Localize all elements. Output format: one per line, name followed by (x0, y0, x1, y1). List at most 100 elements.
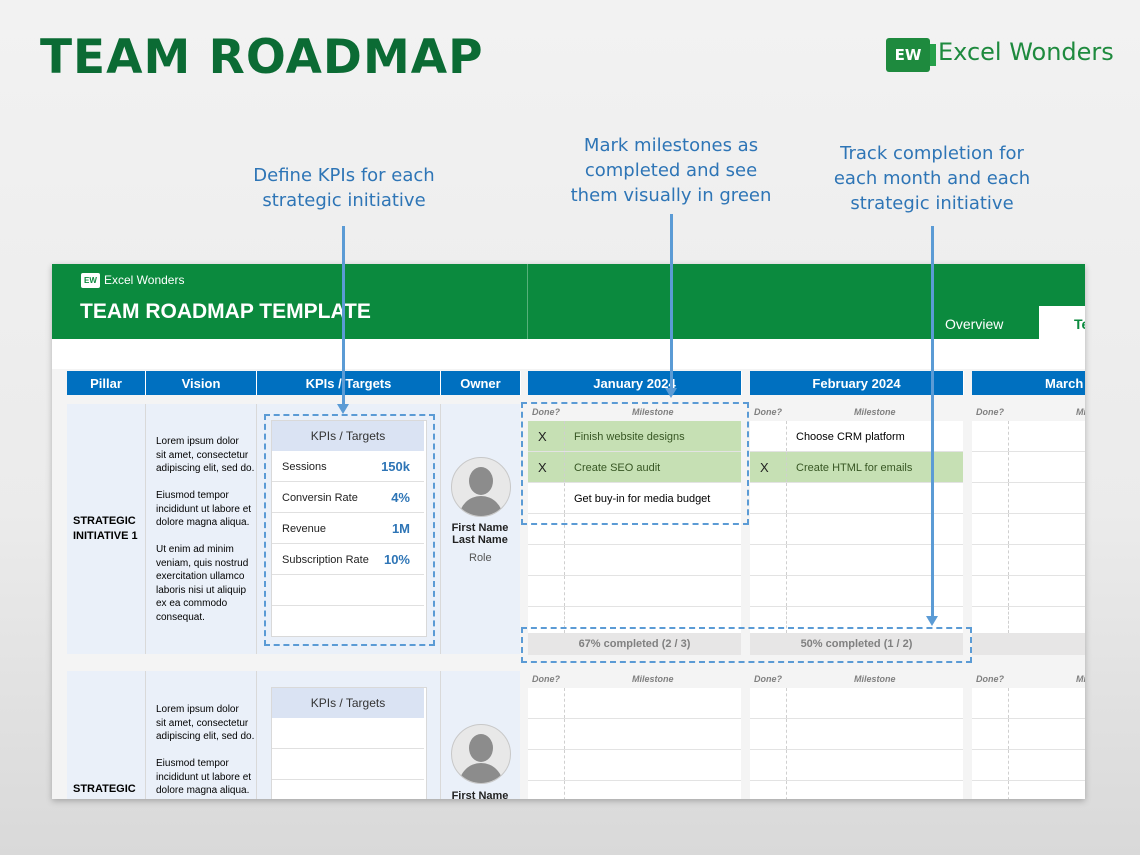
milestone-row-empty[interactable] (972, 421, 1085, 452)
milestone-text: Choose CRM platform (796, 431, 905, 443)
gridline (256, 671, 257, 799)
sheet-brand-name: Excel Wonders (104, 273, 185, 287)
tab-team-roadmap[interactable]: Te (1039, 306, 1085, 339)
milestone-row-empty[interactable] (972, 452, 1085, 483)
vision-text[interactable]: Lorem ipsum dolor sit amet, consectetur … (156, 436, 255, 623)
kpi-row-empty[interactable] (272, 718, 424, 749)
kpi-name: Revenue (282, 523, 327, 535)
milestone-row-empty[interactable] (972, 483, 1085, 514)
milestone-row-empty[interactable] (972, 750, 1085, 781)
callout-milestones: Mark milestones as completed and see the… (570, 135, 772, 206)
kpi-name: Subscription Rate (282, 554, 369, 566)
done-subheader: Done? (532, 674, 560, 684)
milestone-row-empty[interactable] (750, 781, 963, 799)
kpi-row[interactable]: Revenue 1M (272, 513, 424, 544)
milestone-row-empty[interactable] (528, 514, 741, 545)
kpi-target: 1M (391, 521, 410, 536)
march-completion (972, 633, 1085, 655)
kpi-row[interactable]: Conversin Rate 4% (272, 482, 424, 513)
milestone-row-empty[interactable] (750, 545, 963, 576)
gridline (145, 404, 146, 654)
done-checkbox[interactable]: X (760, 460, 769, 475)
kpi-row-empty[interactable] (272, 575, 424, 606)
milestone-text: Finish website designs (574, 431, 685, 443)
sheet-logo-icon: EW (81, 273, 100, 288)
kpi-name: Conversin Rate (282, 492, 358, 504)
arrow-head-icon (926, 616, 938, 626)
milestone-row-empty[interactable] (972, 781, 1085, 799)
milestone-row-empty[interactable] (750, 576, 963, 607)
milestone-row[interactable]: X Create SEO audit (528, 452, 741, 483)
milestone-row[interactable]: Choose CRM platform (750, 421, 963, 452)
kpi-target: 10% (383, 552, 410, 567)
milestone-subheader: Mi (1076, 674, 1085, 684)
milestone-row-empty[interactable] (528, 750, 741, 781)
callout-arrow-milestones (670, 214, 673, 390)
owner-name[interactable]: First Name Last Name (451, 522, 509, 546)
callout-arrow-kpis (342, 226, 345, 406)
milestone-subheader: Milestone (854, 674, 896, 684)
milestone-row-empty[interactable] (972, 514, 1085, 545)
done-checkbox[interactable]: X (538, 460, 547, 475)
milestone-row-empty[interactable] (750, 719, 963, 750)
milestone-row-empty[interactable] (528, 719, 741, 750)
kpi-row-empty[interactable] (272, 749, 424, 780)
pillar-name[interactable]: STRATEGIC (73, 783, 136, 795)
owner-name[interactable]: First Name (451, 790, 509, 799)
milestone-row-empty[interactable] (528, 781, 741, 799)
column-header-owner: Owner (441, 371, 521, 395)
completion-highlight-box (521, 627, 972, 663)
page-title: TEAM ROADMAP (40, 30, 484, 85)
milestone-highlight-box (521, 402, 749, 525)
milestone-row-empty[interactable] (972, 688, 1085, 719)
milestone-row[interactable]: Get buy-in for media budget (528, 483, 741, 514)
milestone-row-empty[interactable] (972, 545, 1085, 576)
vision-text[interactable]: Lorem ipsum dolor sit amet, consectetur … (156, 704, 255, 796)
milestone-row-empty[interactable] (750, 514, 963, 545)
kpi-target: 4% (391, 490, 410, 505)
kpi-table-header: KPIs / Targets (272, 688, 424, 718)
header-spacer (52, 339, 1085, 369)
milestone-row-empty[interactable] (750, 483, 963, 514)
done-checkbox[interactable]: X (538, 429, 547, 444)
column-header-kpis: KPIs / Targets (257, 371, 441, 395)
milestone-subheader: Mi (1076, 407, 1085, 417)
milestone-text: Get buy-in for media budget (574, 493, 711, 505)
milestone-row-empty[interactable] (750, 688, 963, 719)
avatar-icon (451, 457, 511, 517)
milestone-row-empty[interactable] (528, 688, 741, 719)
column-header-vision: Vision (146, 371, 257, 395)
done-subheader: Done? (754, 407, 782, 417)
milestone-subheader: Milestone (632, 674, 674, 684)
callout-arrow-completion (931, 226, 934, 618)
milestone-row-empty[interactable] (528, 545, 741, 576)
pillar-name[interactable]: STRATEGIC INITIATIVE 1 (73, 515, 138, 542)
kpi-highlight-box (264, 414, 435, 646)
brand-name: Excel Wonders (938, 38, 1114, 66)
kpi-target: 150k (381, 459, 410, 474)
done-subheader: Done? (754, 674, 782, 684)
milestone-subheader: Milestone (632, 407, 674, 417)
avatar-icon (451, 724, 511, 784)
milestone-row-empty[interactable] (972, 576, 1085, 607)
done-subheader: Done? (976, 674, 1004, 684)
callout-completion: Track completion for each month and each… (833, 143, 1031, 214)
kpi-row[interactable]: Subscription Rate 10% (272, 544, 424, 575)
milestone-row-empty[interactable] (972, 607, 1085, 634)
kpi-table-header: KPIs / Targets (272, 421, 424, 451)
milestone-row-empty[interactable] (972, 719, 1085, 750)
excel-wonders-logo-icon: EW (886, 38, 936, 72)
done-subheader: Done? (976, 407, 1004, 417)
milestone-row-empty[interactable] (750, 750, 963, 781)
callout-kpis: Define KPIs for each strategic initiativ… (253, 165, 435, 211)
tab-overview[interactable]: Overview (945, 316, 1004, 332)
milestone-text: Create SEO audit (574, 462, 661, 474)
milestone-row-empty[interactable] (528, 576, 741, 607)
gridline (145, 671, 146, 799)
arrow-head-icon (337, 404, 349, 414)
milestone-row[interactable]: X Finish website designs (528, 421, 741, 452)
owner-role[interactable]: Role (469, 552, 492, 564)
sheet-title: TEAM ROADMAP TEMPLATE (80, 300, 371, 323)
